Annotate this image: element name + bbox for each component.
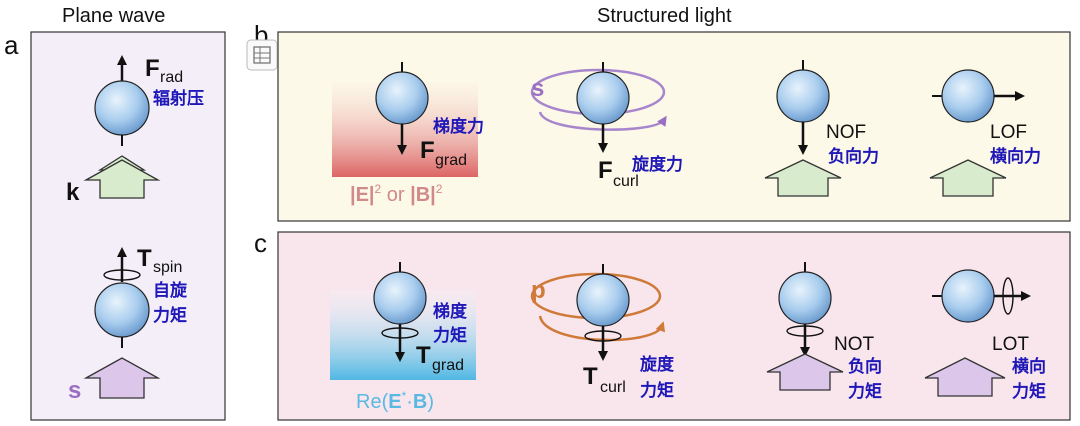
spin-swirl-bottom bbox=[538, 111, 667, 131]
header-plane-wave: Plane wave bbox=[62, 5, 165, 27]
wave-arrow-green-outer bbox=[83, 159, 161, 199]
wave-arrow-green bbox=[764, 159, 842, 197]
header-structured-light: Structured light bbox=[597, 5, 732, 27]
particle-sphere bbox=[94, 282, 150, 338]
panel-b-gradient: 梯度力 F grad |E|2 or |B|2 bbox=[332, 62, 484, 206]
gradient-force-subscript: grad bbox=[435, 152, 467, 169]
s-label: s bbox=[68, 377, 81, 404]
curl-p-label: p bbox=[531, 277, 546, 304]
particle-sphere bbox=[576, 273, 630, 327]
spin-loop bbox=[103, 269, 141, 281]
particle-sphere bbox=[375, 71, 429, 125]
particle-sphere bbox=[778, 271, 832, 325]
panel-label-a: a bbox=[4, 30, 19, 60]
particle-sphere bbox=[941, 269, 995, 323]
torque-cn-label-1: 自旋 bbox=[153, 280, 188, 301]
force-cn-label: 辐射压 bbox=[153, 88, 204, 109]
gradient-torque-symbol: T bbox=[416, 342, 431, 369]
curl-force-symbol: F bbox=[598, 157, 613, 184]
torque-subscript: spin bbox=[153, 259, 182, 276]
not-cn-label-2: 力矩 bbox=[848, 381, 882, 402]
particle-sphere bbox=[94, 80, 150, 136]
panel-label-c: c bbox=[254, 228, 267, 258]
panel-a-spin: T spin 自旋 力矩 s bbox=[68, 245, 188, 404]
gradient-force-symbol: F bbox=[420, 137, 435, 164]
curl-force-subscript: curl bbox=[613, 173, 639, 190]
wave-arrow-purple bbox=[83, 357, 161, 399]
wave-arrow-purple bbox=[766, 353, 844, 391]
not-cn-label-1: 负向 bbox=[848, 356, 882, 377]
k-label: k bbox=[66, 179, 80, 206]
gradient-torque-cn-label-2: 力矩 bbox=[433, 325, 467, 346]
panel-b-lof: LOF 横向力 bbox=[929, 69, 1041, 197]
particle-sphere bbox=[941, 69, 995, 123]
lof-label: LOF bbox=[990, 122, 1027, 143]
force-subscript: rad bbox=[160, 69, 183, 86]
expand-icon[interactable] bbox=[246, 39, 278, 71]
gradient-force-cn-label: 梯度力 bbox=[433, 116, 484, 137]
torque-cn-label-2: 力矩 bbox=[153, 305, 187, 326]
wave-arrow-green bbox=[929, 159, 1007, 197]
panel-c-lot: LOT 横向 力矩 bbox=[924, 269, 1046, 402]
lot-cn-label-1: 横向 bbox=[1012, 356, 1046, 377]
curl-torque-subscript: curl bbox=[600, 379, 626, 396]
curl-torque-cn-label-1: 旋度 bbox=[639, 354, 675, 375]
force-symbol: F bbox=[145, 55, 160, 82]
lof-cn-label: 横向力 bbox=[990, 146, 1041, 167]
not-label: NOT bbox=[834, 334, 875, 355]
torque-symbol: T bbox=[137, 245, 152, 272]
panel-c-not: NOT 负向 力矩 bbox=[766, 262, 882, 402]
panel-b-curl: s F curl 旋度力 bbox=[530, 62, 683, 190]
curl-s-label: s bbox=[531, 75, 544, 102]
curl-torque-symbol: T bbox=[583, 363, 598, 390]
wave-arrow-purple bbox=[924, 357, 1006, 397]
momentum-swirl-bottom bbox=[538, 315, 666, 342]
panel-a-radiation: F rad 辐射压 k bbox=[66, 55, 204, 206]
lot-cn-label-2: 力矩 bbox=[1012, 381, 1046, 402]
particle-sphere bbox=[373, 271, 427, 325]
intensity-formula: |E|2 or |B|2 bbox=[350, 182, 443, 206]
gradient-torque-subscript: grad bbox=[432, 357, 464, 374]
curl-force-cn-label: 旋度力 bbox=[631, 154, 683, 175]
curl-torque-cn-label-2: 力矩 bbox=[640, 380, 674, 401]
nof-cn-label: 负向力 bbox=[828, 146, 879, 167]
panel-c-curl: p T curl 旋度 力矩 bbox=[530, 264, 675, 401]
panel-a-box bbox=[30, 31, 226, 421]
panel-c-gradient: 梯度 力矩 T grad Re(E*·B) bbox=[330, 262, 476, 413]
particle-sphere bbox=[576, 71, 630, 125]
panel-b-nof: NOF 负向力 bbox=[764, 60, 879, 197]
particle-sphere bbox=[776, 69, 830, 123]
lot-label: LOT bbox=[992, 334, 1029, 355]
gradient-torque-cn-label-1: 梯度 bbox=[433, 301, 468, 322]
helicity-formula: Re(E*·B) bbox=[356, 389, 434, 413]
nof-label: NOF bbox=[826, 122, 866, 143]
